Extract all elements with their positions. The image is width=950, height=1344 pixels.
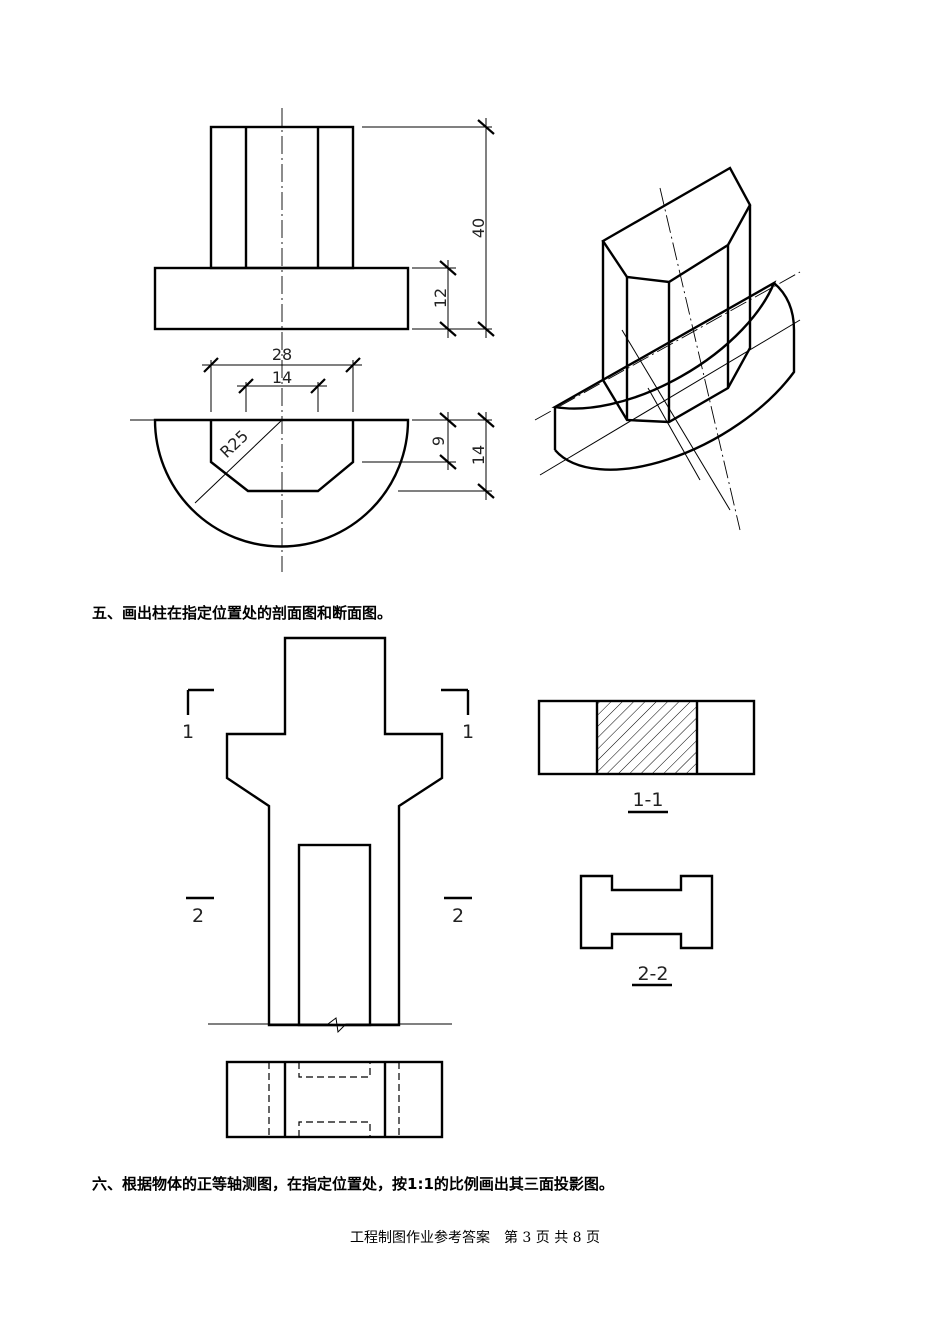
isometric-view [534,166,801,531]
dim-12: 12 [431,288,450,308]
dim-14-horizontal: 14 [272,368,292,387]
cut-label-1-right: 1 [462,721,474,743]
dim-40: 40 [469,218,488,238]
cut-label-2-right: 2 [452,905,464,927]
dim-14-vertical: 14 [469,445,488,465]
section-label-1-1: 1-1 [632,789,663,811]
dimensions-fig4 [202,118,495,500]
page-footer: 工程制图作业参考答案 第 3 页 共 8 页 [349,1230,601,1246]
cut-label-2-left: 2 [192,905,204,927]
dim-9: 9 [429,436,448,446]
section-5-heading: 五、画出柱在指定位置处的剖面图和断面图。 [92,604,393,622]
section-label-2-2: 2-2 [637,963,668,985]
cut-label-1-left: 1 [182,721,194,743]
column-top-view [225,1060,444,1139]
front-view [153,108,410,572]
section-2-2 [579,874,714,987]
dim-r25: R25 [216,426,252,462]
column-front-view [186,636,472,1034]
section-1-1 [537,699,756,814]
dim-28: 28 [272,345,292,364]
top-view [130,418,410,548]
section-6-heading: 六、根据物体的正等轴测图，在指定位置处，按1:1的比例画出其三面投影图。 [92,1175,614,1193]
